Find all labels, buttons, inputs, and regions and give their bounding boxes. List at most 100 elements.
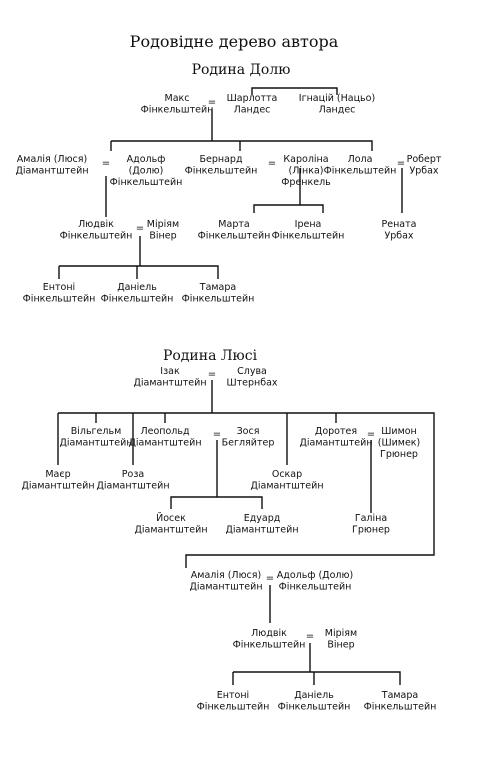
dolyu-connectors: [58, 87, 403, 279]
person-name-line: Ентоні: [217, 690, 249, 701]
person-name-line: Ландес: [319, 105, 356, 116]
marriage-sign: =: [213, 429, 221, 440]
person-name-line: Фінкельштейн: [197, 702, 270, 713]
marriage-sign: =: [208, 97, 216, 108]
person-name-line: Діамантштейн: [133, 378, 206, 389]
person-name-line: Діамантштейн: [189, 582, 262, 593]
person-name-line: Доротея: [315, 426, 357, 437]
person-name-line: Людвік: [251, 628, 287, 639]
person-name-line: Фінкельштейн: [278, 702, 351, 713]
person-name-line: Бернард: [199, 154, 242, 165]
person-name-line: Маєр: [45, 469, 70, 480]
person-name-line: Діамантштейн: [299, 438, 372, 449]
person-name-line: Міріям: [147, 219, 179, 230]
person-name-line: Вінер: [149, 231, 176, 242]
person-name-line: Грюнер: [352, 525, 390, 536]
person-amaliya2: Амалія (Люся)Діамантштейн: [189, 570, 262, 593]
person-name-line: Макс: [165, 93, 190, 104]
person-name-line: Ентоні: [43, 282, 75, 293]
person-name-line: Кароліна: [283, 154, 328, 165]
person-name-line: Оскар: [272, 469, 302, 480]
person-adolf1: Адольф(Долю)Фінкельштейн: [110, 154, 183, 188]
person-name-line: Тамара: [199, 282, 236, 293]
person-name-line: Діамантштейн: [250, 481, 323, 492]
person-adolf2: Адольф (Долю)Фінкельштейн: [277, 570, 353, 593]
person-name-line: Фінкельштейн: [324, 166, 397, 177]
person-name-line: Фінкельштейн: [141, 105, 214, 116]
person-name-line: Урбах: [409, 166, 438, 177]
person-name-line: Діамантштейн: [96, 481, 169, 492]
person-name-line: Лола: [348, 154, 373, 165]
marriage-signs: = = = = = = = = = =: [102, 97, 405, 642]
person-name-line: Ізак: [160, 366, 180, 377]
marriage-sign: =: [268, 158, 276, 169]
person-name-line: Діамантштейн: [134, 525, 207, 536]
person-name-line: Йосек: [156, 512, 186, 524]
person-name-line: (Шимек): [378, 438, 421, 449]
marriage-sign: =: [136, 223, 144, 234]
person-name-line: Фінкельштейн: [364, 702, 437, 713]
person-name-line: Слува: [237, 366, 267, 377]
marriage-sign: =: [306, 631, 314, 642]
person-name-line: Френкель: [281, 177, 331, 188]
person-name-line: Даніель: [117, 282, 157, 293]
person-name-line: Фінкельштейн: [60, 231, 133, 242]
person-name-line: Роберт: [407, 154, 442, 165]
person-name-line: Ігнацій (Нацьо): [299, 93, 375, 104]
person-name-line: Людвік: [78, 219, 114, 230]
person-name-line: Галіна: [355, 513, 387, 524]
person-name-line: Шимон: [381, 426, 417, 437]
person-karolina: Кароліна(Лінка)Френкель: [281, 154, 331, 188]
person-name-line: Амалія (Люся): [191, 570, 261, 581]
section-title-lyusi: Родина Люсі: [163, 348, 258, 364]
page-title: Родовідне дерево автора: [130, 32, 339, 51]
marriage-sign: =: [367, 429, 375, 440]
marriage-sign: =: [208, 369, 216, 380]
person-name-line: Леопольд: [140, 426, 189, 437]
person-name-line: Фінкельштейн: [110, 177, 183, 188]
marriage-sign: =: [102, 158, 110, 169]
person-name-line: Фінкельштейн: [272, 231, 345, 242]
person-name-line: Фінкельштейн: [279, 582, 352, 593]
person-name-line: Ландес: [234, 105, 271, 116]
person-name-line: Рената: [382, 219, 417, 230]
person-name-line: Фінкельштейн: [101, 294, 174, 305]
marriage-sign: =: [397, 158, 405, 169]
person-name-line: Вільгельм: [71, 426, 122, 437]
person-amaliya1: Амалія (Люся)Діамантштейн: [15, 154, 88, 177]
person-name-line: (Долю): [129, 166, 164, 177]
person-name-line: Ірена: [295, 219, 322, 230]
person-name-line: Вінер: [327, 640, 354, 651]
person-name-line: Зося: [237, 426, 260, 437]
person-name-line: Діамантштейн: [15, 166, 88, 177]
person-name-line: Грюнер: [380, 449, 418, 460]
person-ignatsiy: Ігнацій (Нацьо)Ландес: [299, 93, 375, 116]
person-name-line: Адольф (Долю): [277, 570, 353, 581]
person-name-line: Фінкельштейн: [198, 231, 271, 242]
person-name-line: Фінкельштейн: [185, 166, 258, 177]
person-name-line: Бегляйтер: [222, 438, 275, 449]
